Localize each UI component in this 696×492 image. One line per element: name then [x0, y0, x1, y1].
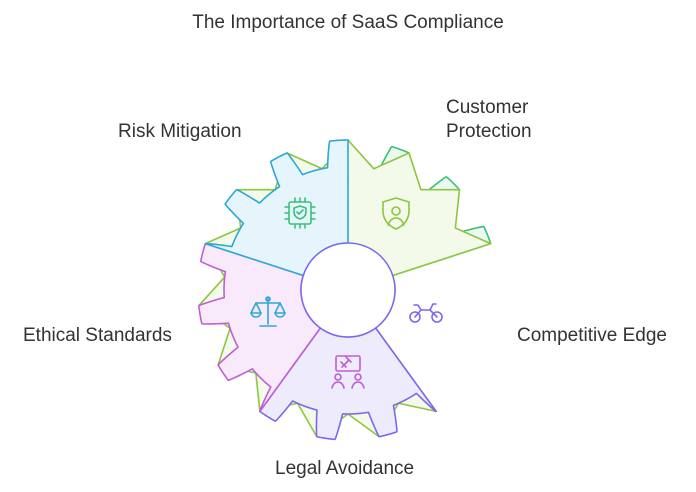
gear-hub — [300, 242, 396, 338]
label-legal-avoidance: Legal Avoidance — [275, 457, 414, 481]
user-shield-icon — [382, 197, 410, 230]
chip-shield-icon — [284, 197, 316, 229]
gear-segment-competitive — [259, 327, 437, 441]
motorcycle-icon — [409, 303, 443, 323]
label-line: Protection — [446, 121, 532, 142]
label-line: Customer — [446, 97, 529, 118]
label-line: Competitive Edge — [517, 325, 667, 346]
gear-segment-legal — [198, 242, 322, 413]
label-risk-mitigation: Risk Mitigation — [118, 120, 242, 144]
label-line: Risk Mitigation — [118, 121, 242, 142]
label-customer-protection: Customer Protection — [446, 96, 532, 144]
diagram-title: The Importance of SaaS Compliance — [192, 12, 504, 33]
gear-segment-ethical — [204, 139, 349, 277]
label-line: Ethical Standards — [23, 325, 172, 346]
label-ethical-standards: Ethical Standards — [23, 324, 172, 348]
scales-icon — [250, 296, 286, 327]
gavel-people-icon — [331, 355, 365, 389]
label-line: Legal Avoidance — [275, 458, 415, 479]
label-competitive-edge: Competitive Edge — [517, 324, 667, 348]
